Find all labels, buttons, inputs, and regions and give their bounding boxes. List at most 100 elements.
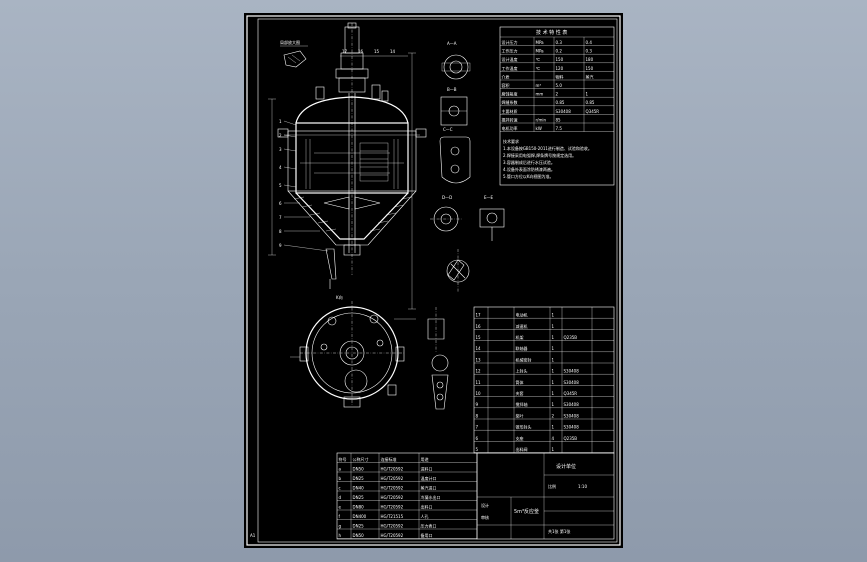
nozzle-cell: HG/T20592 <box>381 533 404 538</box>
parts-list-cell: 锥形封头 <box>516 424 532 430</box>
tech-spec-cell: 蒸汽 <box>586 73 594 79</box>
nozzle-cell: 人孔 <box>421 513 429 519</box>
svg-text:5: 5 <box>279 183 282 188</box>
title-block: 设计单位 5m³反应釜 设计 审核 比例 1:10 共1张 第1张 <box>476 452 615 540</box>
tech-spec-cell: MPa <box>536 40 545 45</box>
svg-text:2.焊接采用电弧焊,焊条牌号按规定选用。: 2.焊接采用电弧焊,焊条牌号按规定选用。 <box>503 152 576 158</box>
tech-spec-cell: 180 <box>586 57 594 62</box>
tech-spec-cell: 搅拌转速 <box>502 116 518 122</box>
parts-list-cell: 上封头 <box>516 368 528 374</box>
tech-spec-cell: 150 <box>556 57 564 62</box>
nozzle-cell: g <box>339 523 342 528</box>
tech-spec-cell: 0.85 <box>556 100 565 105</box>
detail-g <box>427 307 449 410</box>
nozzle-cell: DN40 <box>353 485 365 490</box>
nozzle-cell: DN80 <box>353 504 365 509</box>
nozzle-cell: 用途 <box>421 456 429 462</box>
svg-text:16: 16 <box>358 49 364 54</box>
svg-text:15: 15 <box>374 49 380 54</box>
tech-spec-cell: 1 <box>586 92 589 97</box>
nozzle-cell: 符号 <box>339 456 347 462</box>
detail-d: D—D <box>430 195 462 232</box>
parts-list-cell: 支座 <box>516 435 524 441</box>
nozzle-cell: DN50 <box>353 466 365 471</box>
svg-text:17: 17 <box>342 49 348 54</box>
nozzle-cell: 连接标准 <box>381 456 397 462</box>
nozzle-cell: 公称尺寸 <box>353 456 369 462</box>
parts-list-cell: 1 <box>552 335 555 340</box>
svg-text:局部放大图: 局部放大图 <box>280 39 300 45</box>
parts-list-cell: 6 <box>476 436 479 441</box>
parts-list-cell: S30408 <box>564 413 580 418</box>
tech-spec-cell: 工作温度 <box>502 65 518 71</box>
nozzle-cell: DN25 <box>353 523 365 528</box>
parts-list-cell: 桨叶 <box>516 412 524 418</box>
detail-f <box>446 249 470 293</box>
nozzle-cell: d <box>339 495 342 500</box>
parts-list-cell: 1 <box>552 402 555 407</box>
plan-view: K向 <box>290 294 416 408</box>
parts-list-cell: 2 <box>552 413 555 418</box>
tech-spec-cell: 0.3 <box>556 40 563 45</box>
parts-list-cell: 1 <box>552 447 555 452</box>
svg-text:4: 4 <box>279 165 282 170</box>
cad-drawing: 1 2 3 4 5 6 7 8 9 17 16 15 14 局部放大图 A—A … <box>246 15 621 546</box>
parts-list-cell: 机架 <box>516 334 524 340</box>
svg-text:技 术 特 性 表: 技 术 特 性 表 <box>536 29 567 36</box>
parts-list-cell: 16 <box>476 324 482 329</box>
tech-spec-cell: 150 <box>586 66 594 71</box>
tech-spec-cell: MPa <box>536 49 545 54</box>
tech-spec-cell: 工作压力 <box>502 48 518 54</box>
svg-text:1.本设备按GB150-2011进行制造、试验和验收。: 1.本设备按GB150-2011进行制造、试验和验收。 <box>503 145 592 151</box>
parts-list-cell: 9 <box>476 402 479 407</box>
parts-list-cell: S30408 <box>564 402 580 407</box>
svg-text:5.管口方位以K向视图为准。: 5.管口方位以K向视图为准。 <box>503 173 553 179</box>
parts-list-cell: 13 <box>476 357 482 362</box>
outer-frame <box>246 15 621 546</box>
svg-text:1:10: 1:10 <box>578 484 587 489</box>
svg-text:A—A: A—A <box>447 41 457 46</box>
nozzle-cell: HG/T20592 <box>381 504 404 509</box>
nozzle-cell: HG/T21515 <box>381 514 404 519</box>
svg-text:B—B: B—B <box>447 87 457 92</box>
vessel-elevation <box>268 22 427 310</box>
parts-list-cell: 筒体 <box>516 379 524 385</box>
nozzle-cell: DN25 <box>353 495 365 500</box>
tech-spec-cell: S30408 <box>556 109 572 114</box>
tech-spec-cell: 0.2 <box>556 49 563 54</box>
nozzle-cell: a <box>339 466 342 471</box>
svg-text:1: 1 <box>279 119 282 124</box>
parts-list-cell: 4 <box>552 436 555 441</box>
tech-spec-cell: 85 <box>556 117 562 122</box>
nozzle-cell: h <box>339 533 342 538</box>
parts-list-cell: S30408 <box>564 369 580 374</box>
parts-list-cell: 14 <box>476 346 482 351</box>
nozzle-cell: 压力表口 <box>421 522 437 528</box>
detail-e: E—E <box>479 195 505 241</box>
nozzle-cell: HG/T20592 <box>381 476 404 481</box>
svg-text:3.容器制成后进行水压试验。: 3.容器制成后进行水压试验。 <box>503 159 555 165</box>
parts-list-cell: 1 <box>552 425 555 430</box>
svg-text:共1张 第1张: 共1张 第1张 <box>548 528 570 534</box>
tech-spec-cell: r/min <box>536 117 547 122</box>
parts-list-cell: Q235B <box>564 335 578 340</box>
inner-frame <box>257 18 618 543</box>
drawing-sheet: 1 2 3 4 5 6 7 8 9 17 16 15 14 局部放大图 A—A … <box>244 13 623 548</box>
tech-spec-cell: m³ <box>536 83 542 88</box>
parts-list-cell: 联轴器 <box>516 345 528 351</box>
parts-list-cell: 减速机 <box>516 323 528 329</box>
tech-spec-cell: 2 <box>556 92 559 97</box>
parts-list-cell: 1 <box>552 380 555 385</box>
tech-spec-cell: 0.3 <box>586 49 593 54</box>
parts-list-cell: 11 <box>476 380 482 385</box>
tech-spec-cell: 5.0 <box>556 83 563 88</box>
nozzle-cell: HG/T20592 <box>381 466 404 471</box>
callouts-left: 1 2 3 4 5 6 7 8 9 <box>279 119 282 248</box>
svg-text:K向: K向 <box>336 294 343 300</box>
parts-list-cell: 电动机 <box>516 312 528 318</box>
tech-spec-cell: 设计压力 <box>502 39 518 45</box>
tech-spec-cell: 主要材质 <box>502 108 518 114</box>
